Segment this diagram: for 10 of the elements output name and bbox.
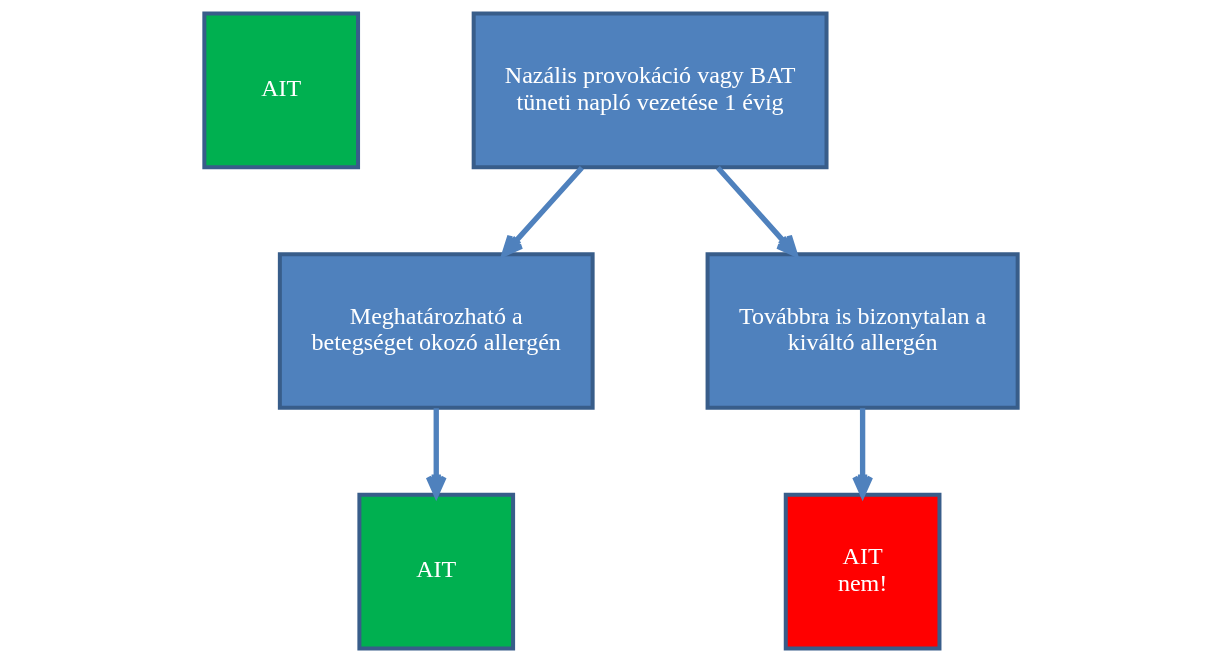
arrow bbox=[425, 408, 447, 498]
node-box: AIT bbox=[356, 492, 515, 651]
arrow bbox=[715, 165, 798, 257]
node-box: AIT bbox=[201, 11, 360, 170]
node-box: Nazális provokáció vagy BAT tüneti napló vezetése 1 évig bbox=[471, 11, 829, 170]
arrow bbox=[851, 408, 873, 498]
node-box: AIT nem! bbox=[783, 492, 941, 651]
node-box: Meghatározható a betegséget okozó allergén bbox=[277, 252, 595, 410]
arrow bbox=[501, 165, 584, 257]
node-box: Továbbra is bizonytalan a kiváltó allergén bbox=[705, 252, 1020, 410]
